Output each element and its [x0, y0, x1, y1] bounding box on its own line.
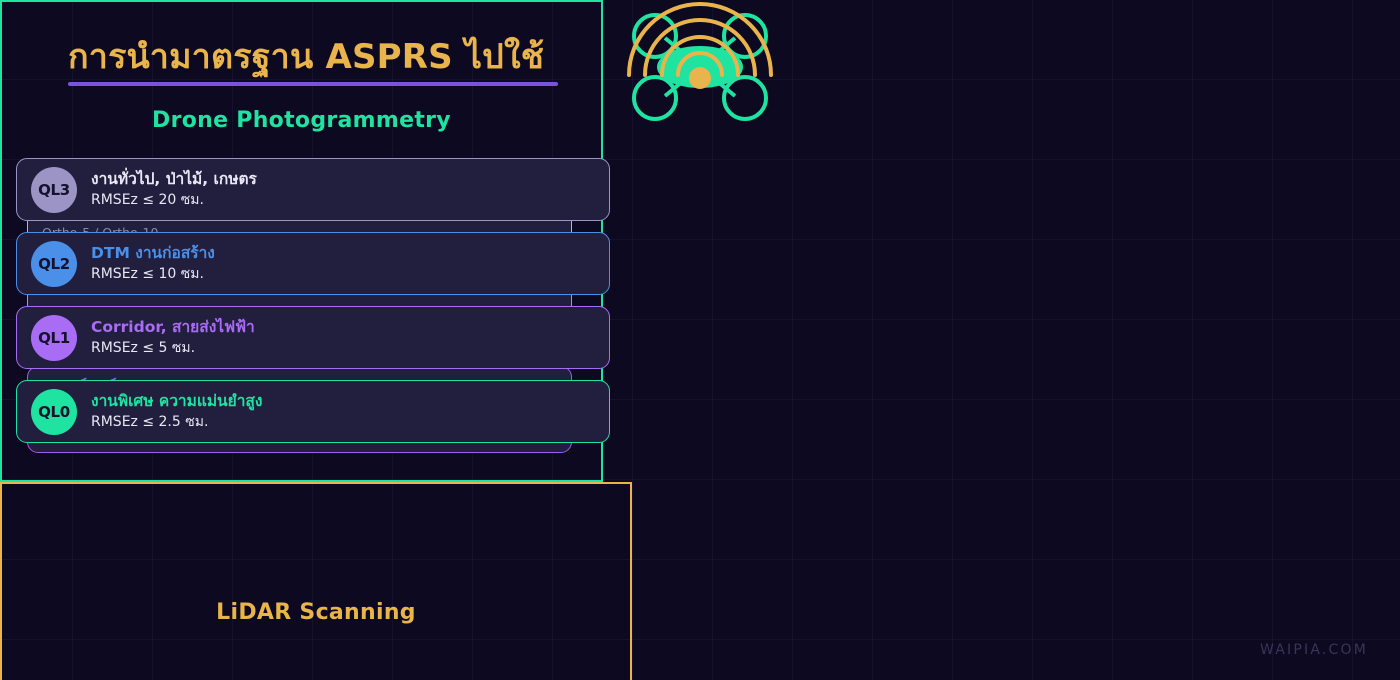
ql-accuracy: RMSEz ≤ 2.5 ซม. — [91, 413, 209, 430]
drone-icon — [0, 8, 1400, 126]
ql-title: DTM งานก่อสร้าง — [91, 243, 215, 262]
ql-accuracy: RMSEz ≤ 5 ซม. — [91, 339, 196, 356]
ql-card-ql0[interactable]: QL0 งานพิเศษ ความแม่นยำสูง RMSEz ≤ 2.5 ซ… — [16, 380, 610, 443]
ql-title: งานพิเศษ ความแม่นยำสูง — [91, 391, 263, 410]
lidar-panel-heading: LiDAR Scanning — [216, 600, 416, 625]
lidar-scanning-panel: LiDAR Scanning QL3 งานทั่วไป, ป่าไม้, เก… — [0, 2, 773, 680]
ql-accuracy: RMSEz ≤ 10 ซม. — [91, 265, 204, 282]
watermark: WAIPIA.COM — [1259, 642, 1368, 658]
ql-badge: QL1 — [31, 314, 77, 361]
ql-card-ql2[interactable]: QL2 DTM งานก่อสร้าง RMSEz ≤ 10 ซม. — [16, 232, 610, 295]
ql-card-ql3[interactable]: QL3 งานทั่วไป, ป่าไม้, เกษตร RMSEz ≤ 20 … — [16, 158, 610, 221]
title-block: การนำมาตรฐาน ASPRS ไปใช้ — [68, 37, 558, 87]
ql-card-ql1[interactable]: QL1 Corridor, สายส่งไฟฟ้า RMSEz ≤ 5 ซม. — [16, 306, 610, 369]
ql-badge: QL2 — [31, 240, 77, 287]
ql-badge: QL0 — [31, 388, 77, 435]
ql-accuracy: RMSEz ≤ 20 ซม. — [91, 191, 204, 208]
title-underline — [68, 82, 558, 87]
ql-level-list: QL3 งานทั่วไป, ป่าไม้, เกษตร RMSEz ≤ 20 … — [16, 158, 610, 454]
ql-badge: QL3 — [31, 166, 77, 213]
drone-panel-heading: Drone Photogrammetry — [152, 108, 451, 133]
ql-title: งานทั่วไป, ป่าไม้, เกษตร — [91, 169, 257, 188]
page-title: การนำมาตรฐาน ASPRS ไปใช้ — [68, 37, 545, 77]
ql-title: Corridor, สายส่งไฟฟ้า — [91, 317, 255, 336]
